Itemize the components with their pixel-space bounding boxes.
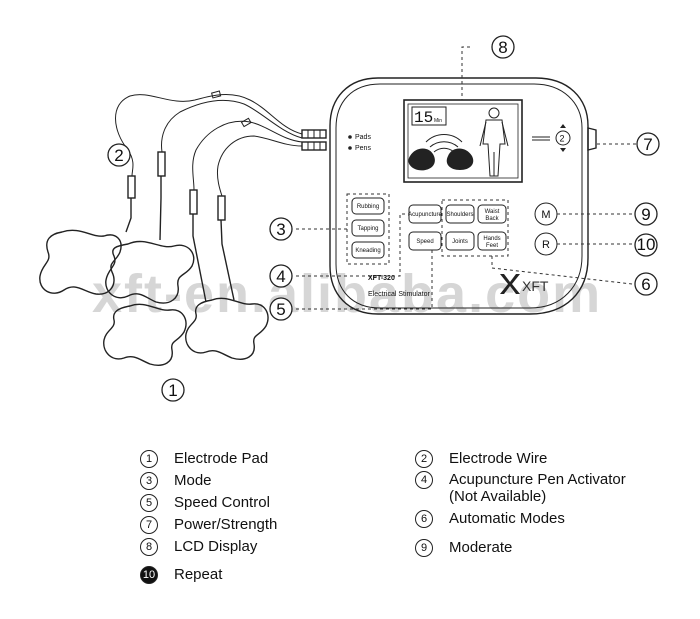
electrode-wires — [115, 90, 327, 303]
svg-text:Back: Back — [485, 216, 499, 222]
callout-9: 9 — [634, 202, 658, 226]
svg-text:Feet: Feet — [486, 243, 498, 249]
shoulders-button[interactable]: Shoulders — [445, 204, 475, 224]
leader-lines — [296, 46, 636, 310]
brand-name: XFT — [522, 278, 549, 294]
electrode-pad-1 — [39, 229, 122, 295]
hands-feet-button[interactable]: Hands Feet — [477, 231, 507, 251]
wire-plug-4 — [217, 195, 226, 221]
indicator-pens-label: Pens — [355, 145, 371, 152]
tapping-button[interactable]: Tapping — [351, 219, 385, 237]
svg-text:Acupuncture: Acupuncture — [408, 212, 442, 218]
electrode-pad-2 — [105, 240, 195, 304]
massage-hands-icon — [408, 134, 474, 171]
svg-text:Speed: Speed — [416, 239, 433, 245]
svg-text:2: 2 — [114, 146, 123, 165]
xft-logo: XFT — [500, 274, 549, 294]
svg-text:3: 3 — [276, 220, 285, 239]
device-name: Electrical Stimulator — [368, 291, 431, 298]
callout-10: 10 — [634, 233, 658, 257]
svg-text:4: 4 — [276, 267, 285, 286]
indicator-pads-label: Pads — [355, 134, 371, 141]
svg-text:Shoulders: Shoulders — [446, 212, 473, 218]
svg-text:8: 8 — [498, 38, 507, 57]
svg-text:Waist: Waist — [485, 209, 500, 215]
svg-text:9: 9 — [641, 205, 650, 224]
svg-text:Hands: Hands — [483, 236, 500, 242]
svg-text:Rubbing: Rubbing — [357, 204, 379, 210]
speed-button[interactable]: Speed — [408, 231, 442, 251]
electrode-pad-3 — [103, 303, 187, 366]
svg-text:1: 1 — [168, 381, 177, 400]
svg-text:Kneading: Kneading — [355, 248, 380, 254]
r-button[interactable]: R — [534, 232, 558, 256]
rubbing-button[interactable]: Rubbing — [351, 197, 385, 215]
electrode-pads — [39, 229, 269, 366]
svg-text:5: 5 — [276, 300, 285, 319]
svg-text:M: M — [541, 209, 550, 221]
callout-1: 1 — [161, 378, 185, 402]
electrode-pad-4 — [185, 297, 269, 360]
device-body — [329, 77, 597, 315]
lcd-timer-unit: Min — [434, 118, 442, 124]
joints-button[interactable]: Joints — [445, 231, 475, 251]
m-button[interactable]: M — [534, 202, 558, 226]
kneading-button[interactable]: Kneading — [351, 241, 385, 259]
power-knob[interactable] — [587, 127, 597, 151]
watermark: xft-en.alibaba.com — [92, 264, 602, 324]
svg-text:10: 10 — [637, 235, 656, 254]
wire-plug-2 — [157, 151, 166, 177]
dial-value: 2 — [560, 134, 565, 144]
svg-text:6: 6 — [641, 275, 650, 294]
svg-text:Joints: Joints — [452, 239, 468, 245]
callout-2: 2 — [107, 143, 131, 167]
body-figure-icon — [479, 107, 509, 177]
strength-dial[interactable]: 2 — [532, 124, 571, 152]
callout-6: 6 — [634, 272, 658, 296]
model-number: XFT-320 — [368, 275, 395, 282]
callout-4: 4 — [269, 264, 293, 288]
callout-3: 3 — [269, 217, 293, 241]
callout-5: 5 — [269, 297, 293, 321]
svg-text:R: R — [542, 239, 550, 251]
waist-back-button[interactable]: Waist Back — [477, 204, 507, 224]
lcd-display: 15 Min — [403, 99, 523, 183]
callout-8: 8 — [491, 35, 515, 59]
svg-text:Tapping: Tapping — [357, 226, 378, 232]
acupuncture-button[interactable]: Acupuncture — [408, 204, 443, 224]
svg-text:7: 7 — [643, 135, 652, 154]
wire-plug-1 — [127, 175, 136, 199]
callout-7: 7 — [636, 132, 660, 156]
wire-plug-3 — [189, 189, 198, 215]
lcd-timer: 15 — [414, 109, 433, 127]
